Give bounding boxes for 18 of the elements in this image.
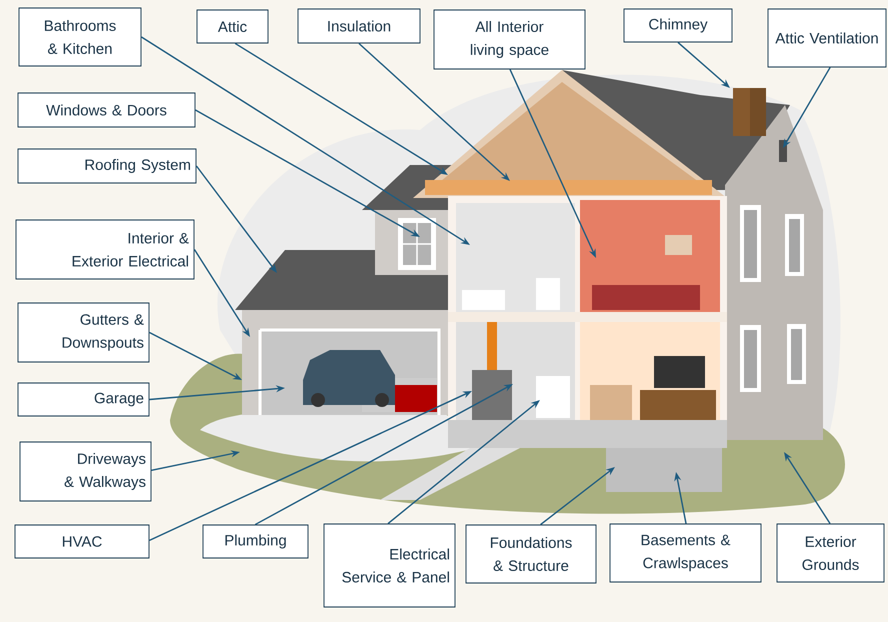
- label-box: Basements & Crawlspaces: [610, 524, 762, 582]
- label-box: HVAC: [14, 524, 150, 558]
- label-box: Attic: [196, 10, 268, 44]
- label-box: Exterior Grounds: [776, 524, 884, 582]
- label-box: Bathrooms & Kitchen: [18, 8, 142, 66]
- label-box: Attic Ventilation: [768, 8, 886, 68]
- label-box: Interior & Exterior Electrical: [16, 220, 194, 280]
- label-box: Electrical Service & Panel: [324, 524, 456, 608]
- label-box: Plumbing: [202, 524, 308, 558]
- label-box: Insulation: [298, 8, 420, 44]
- label-box: Chimney: [624, 8, 732, 42]
- label-box: Roofing System: [18, 148, 196, 184]
- label-box: Driveways & Walkways: [20, 442, 152, 502]
- label-box: All Interior living space: [434, 10, 586, 70]
- label-box: Windows & Doors: [18, 92, 196, 128]
- label-box: Gutters & Downspouts: [18, 302, 150, 362]
- label-box: Foundations & Structure: [466, 524, 596, 584]
- label-box: Garage: [18, 382, 150, 416]
